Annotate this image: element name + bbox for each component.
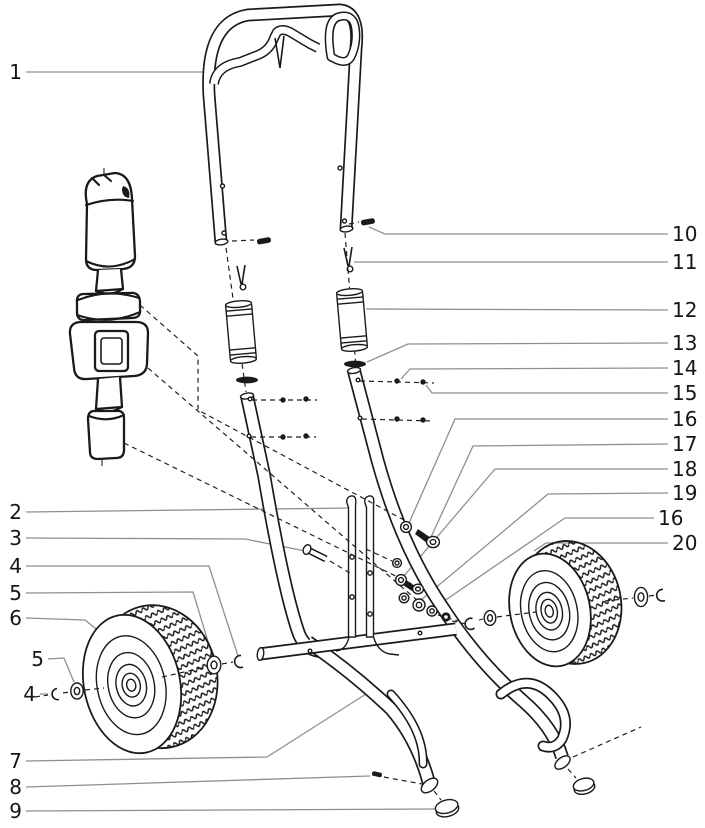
hairpin-clip-left bbox=[236, 264, 247, 291]
callout-1: 1 bbox=[9, 60, 22, 84]
callout-3: 3 bbox=[9, 526, 22, 550]
right-wheel bbox=[508, 540, 623, 668]
pump-assembly bbox=[68, 167, 150, 467]
hardware bbox=[51, 218, 666, 818]
retaining-ring-right-outer bbox=[655, 588, 666, 602]
callout-4b: 4 bbox=[23, 682, 36, 706]
callout-18: 18 bbox=[672, 457, 697, 481]
foot-cap-right bbox=[572, 777, 596, 796]
washer-left-outer bbox=[70, 682, 84, 700]
callout-4: 4 bbox=[9, 554, 22, 578]
set-screw-left bbox=[256, 237, 271, 245]
handle-hook bbox=[274, 35, 285, 69]
handle-assembly bbox=[209, 10, 357, 246]
callout-19: 19 bbox=[672, 481, 697, 505]
callout-8: 8 bbox=[9, 775, 22, 799]
callout-17: 17 bbox=[672, 432, 697, 456]
callout-14: 14 bbox=[672, 356, 697, 380]
handle-sleeve-left bbox=[224, 300, 258, 364]
retaining-ring-left-inner bbox=[233, 654, 244, 669]
right-foot-end bbox=[554, 755, 571, 770]
callout-12: 12 bbox=[672, 298, 697, 322]
callout-5: 5 bbox=[9, 581, 22, 605]
callout-6: 6 bbox=[9, 606, 22, 630]
leader-lines bbox=[25, 71, 669, 812]
retaining-ring-right-inner bbox=[464, 617, 476, 631]
callout-10: 10 bbox=[672, 222, 697, 246]
set-screw-right bbox=[360, 218, 375, 226]
frame bbox=[239, 366, 573, 794]
callout-13: 13 bbox=[672, 331, 697, 355]
washer-right-outer bbox=[633, 586, 649, 608]
washer-right-inner bbox=[483, 609, 497, 627]
foot-cap-left bbox=[434, 798, 460, 818]
callout-5b: 5 bbox=[31, 647, 44, 671]
callouts: 1 2 3 4 5 6 5 4 7 8 9 10 11 12 13 14 15 … bbox=[9, 60, 697, 823]
callout-16b: 16 bbox=[658, 506, 683, 530]
gun-bracket bbox=[335, 495, 400, 656]
callout-9: 9 bbox=[9, 799, 22, 823]
callout-11: 11 bbox=[672, 250, 697, 274]
callout-16: 16 bbox=[672, 407, 697, 431]
retaining-ring-left-outer bbox=[51, 687, 60, 701]
callout-2: 2 bbox=[9, 500, 22, 524]
hairpin-clip-right bbox=[343, 246, 354, 273]
foot-screw bbox=[371, 771, 382, 778]
spacer-washer-right bbox=[344, 360, 366, 368]
callout-20: 20 bbox=[672, 531, 697, 555]
left-foot-end bbox=[420, 777, 439, 794]
axle-open-end bbox=[256, 646, 265, 662]
left-wheel bbox=[81, 604, 219, 755]
bracket-bolt bbox=[302, 544, 328, 563]
callout-7: 7 bbox=[9, 749, 22, 773]
washer-left-inner bbox=[206, 655, 222, 675]
spacer-washer-left bbox=[236, 376, 258, 384]
handle-sleeve-right bbox=[335, 288, 369, 352]
axle-hardware-cluster bbox=[391, 520, 451, 622]
callout-15: 15 bbox=[672, 381, 697, 405]
